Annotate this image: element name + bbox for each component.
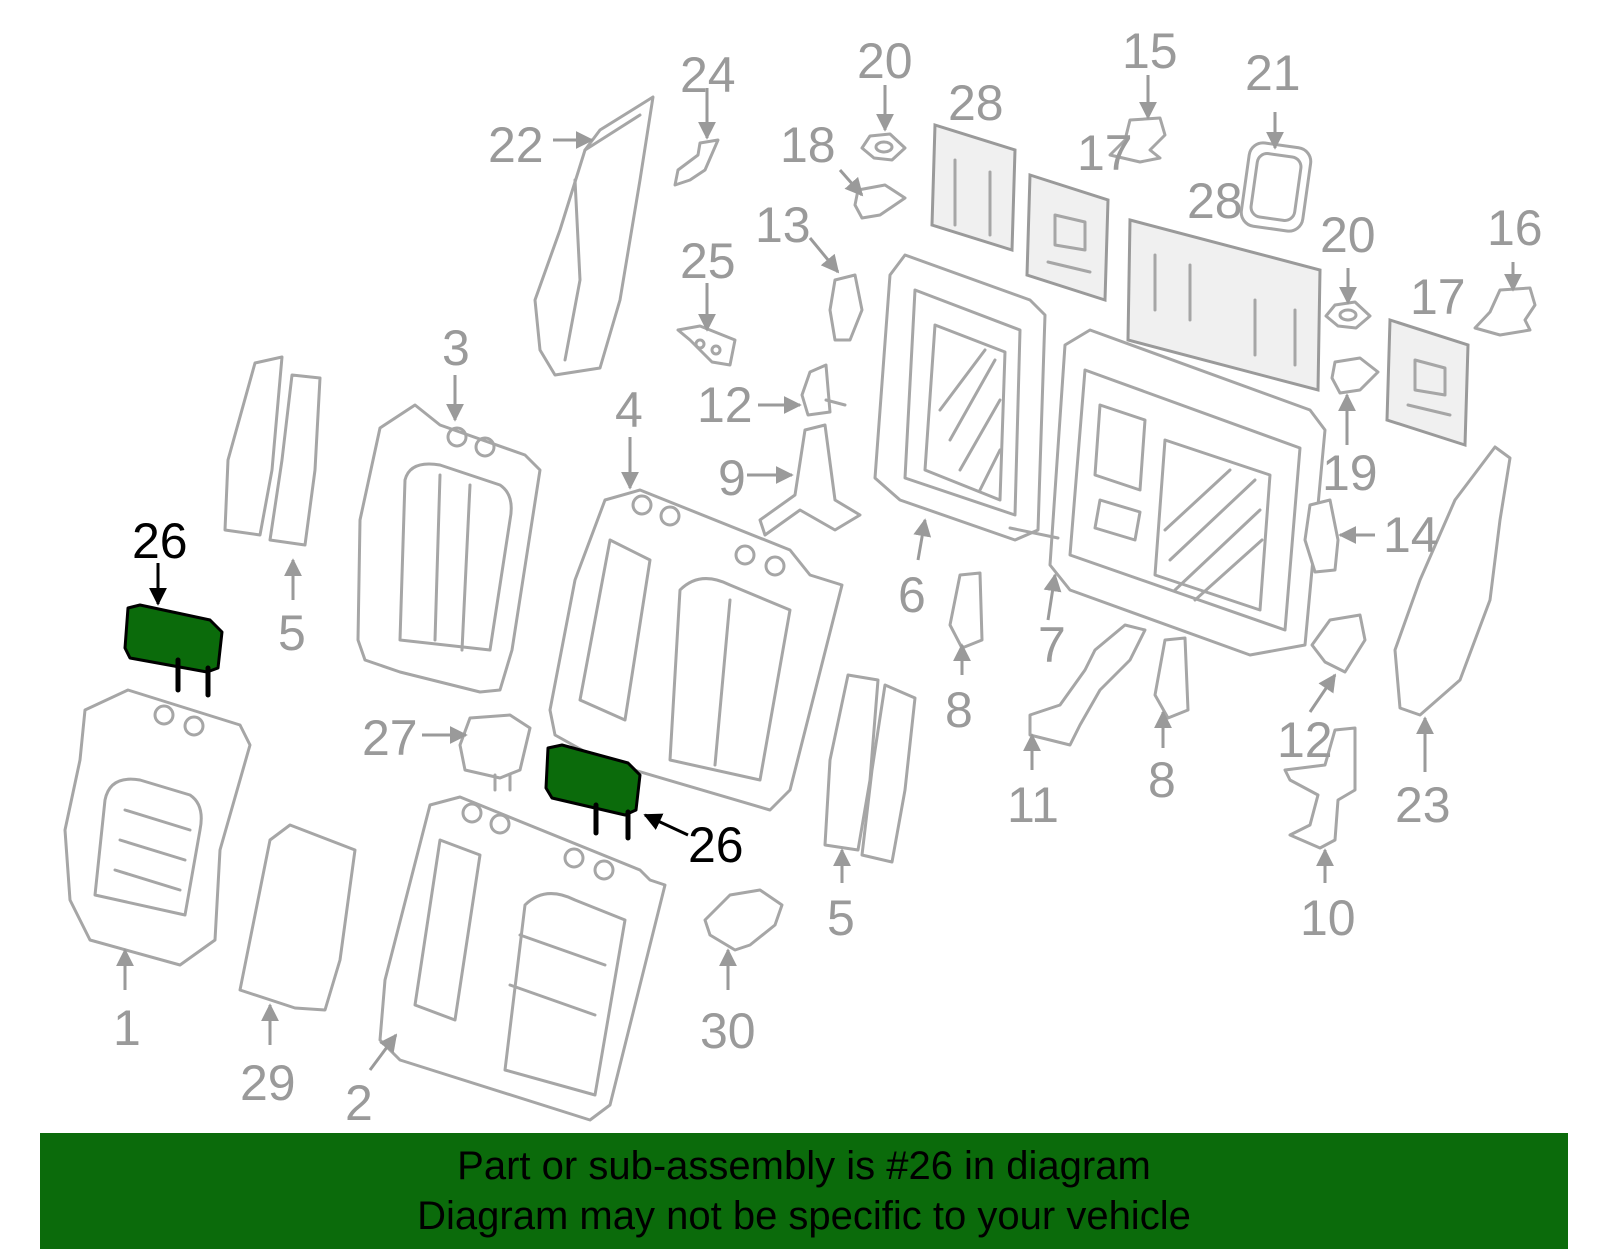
- part-5-side-panel-lower: [823, 673, 917, 864]
- callout-3: 3: [442, 320, 470, 376]
- callout-5-lower: 5: [827, 890, 855, 946]
- callout-25: 25: [680, 233, 736, 289]
- callout-26-left: 26: [132, 513, 188, 569]
- callout-13: 13: [755, 197, 811, 253]
- callout-20-top: 20: [857, 33, 913, 89]
- part-28-bolt-kit-left: [930, 122, 1017, 253]
- part-20-nut-top: [860, 132, 907, 162]
- part-18-clip: [853, 183, 907, 220]
- part-22-side-bolster: [533, 95, 655, 377]
- callout-20-right: 20: [1320, 207, 1376, 263]
- callout-29: 29: [240, 1055, 296, 1111]
- callout-15: 15: [1122, 23, 1178, 79]
- callout-labels: 22 24 25 20 28 18 15 17 21 28 20 16 17 1…: [113, 23, 1543, 1131]
- callout-16: 16: [1487, 200, 1543, 256]
- part-21-trim-ring: [1239, 141, 1313, 233]
- callout-6: 6: [898, 567, 926, 623]
- callout-24: 24: [680, 47, 736, 103]
- callout-7: 7: [1038, 617, 1066, 673]
- callout-5-upper: 5: [278, 605, 306, 661]
- part-6-seat-frame: [873, 253, 1047, 542]
- callout-12-right: 12: [1277, 712, 1333, 768]
- callout-arrows: [116, 75, 1522, 1071]
- part-28-bolt-kit-right: [1126, 218, 1322, 392]
- info-banner: Part or sub-assembly is #26 in diagram D…: [40, 1133, 1568, 1249]
- callout-19: 19: [1322, 445, 1378, 501]
- callout-26-center: 26: [688, 817, 744, 873]
- callout-1: 1: [113, 1000, 141, 1056]
- callout-14: 14: [1383, 507, 1439, 563]
- part-8-bracket-left: [948, 571, 984, 650]
- callout-10: 10: [1300, 890, 1356, 946]
- callout-21: 21: [1245, 45, 1301, 101]
- banner-line-part-info: Part or sub-assembly is #26 in diagram: [457, 1144, 1151, 1188]
- part-7-seat-frame: [1008, 328, 1327, 657]
- part-15-latch: [1108, 116, 1167, 164]
- part-26-headrest-center-highlighted: [544, 743, 642, 841]
- callout-22: 22: [488, 117, 544, 173]
- part-11-hinge: [1028, 623, 1147, 747]
- part-23-side-bolster: [1393, 445, 1512, 717]
- callout-17-left: 17: [1077, 125, 1133, 181]
- part-4-seatback: [548, 488, 844, 812]
- part-16-latch: [1473, 286, 1537, 337]
- part-8-bracket-right: [1153, 636, 1190, 720]
- part-13-bracket: [828, 273, 864, 342]
- callout-17-right: 17: [1410, 269, 1466, 325]
- callout-30: 30: [700, 1003, 756, 1059]
- part-9-bracket: [758, 423, 862, 537]
- callout-23: 23: [1395, 777, 1451, 833]
- part-10-bracket: [1283, 726, 1357, 850]
- part-17-kit-left: [1025, 172, 1110, 303]
- banner-line-disclaimer: Diagram may not be specific to your vehi…: [417, 1194, 1191, 1238]
- part-20-nut-right: [1324, 300, 1372, 330]
- part-25-bracket: [676, 324, 737, 367]
- part-1-seatback: [63, 688, 252, 967]
- callout-11: 11: [1007, 777, 1059, 833]
- callout-28-left: 28: [948, 75, 1004, 131]
- part-19-clip: [1330, 356, 1380, 395]
- part-5-side-panel-upper: [223, 355, 322, 547]
- callout-18: 18: [780, 117, 836, 173]
- part-3-seatback: [356, 403, 542, 694]
- part-30-latch-cover: [703, 888, 784, 952]
- part-24-bracket: [673, 138, 720, 187]
- part-12-knob-right: [1310, 613, 1367, 674]
- callout-12-top: 12: [697, 377, 753, 433]
- part-27-headrest: [458, 713, 532, 792]
- part-14-bracket: [1303, 498, 1340, 574]
- callout-8-left: 8: [945, 682, 973, 738]
- callout-9: 9: [718, 450, 746, 506]
- part-12-knob-top: [800, 363, 847, 417]
- callout-27: 27: [362, 710, 418, 766]
- callout-4: 4: [615, 382, 643, 438]
- callout-8-right: 8: [1148, 752, 1176, 808]
- part-29-armrest: [238, 823, 357, 1012]
- part-26-headrest-left-highlighted: [123, 603, 224, 698]
- part-2-seatback: [378, 795, 667, 1122]
- callout-28-right: 28: [1187, 173, 1243, 229]
- callout-2: 2: [345, 1075, 373, 1131]
- part-17-kit-right: [1385, 317, 1470, 448]
